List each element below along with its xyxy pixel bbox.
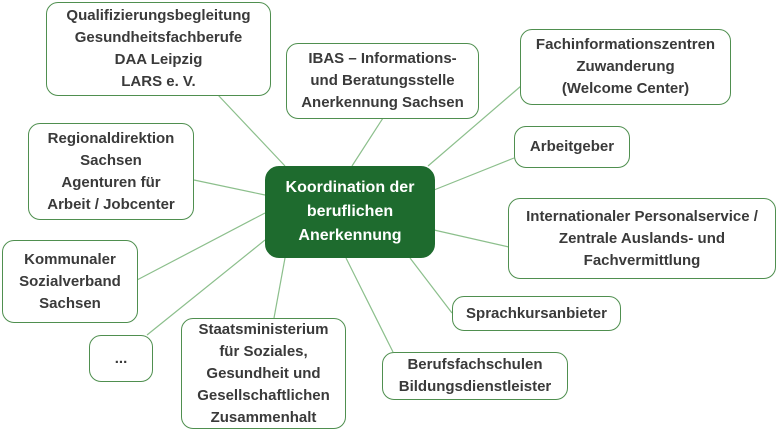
edge-kommunaler [136, 212, 266, 281]
edge-ibas [351, 117, 384, 167]
node-arbeitgeber[interactable]: Arbeitgeber [514, 126, 630, 168]
edge-regionaldirektion [193, 179, 266, 196]
edge-personalservice [433, 229, 510, 248]
node-ibas[interactable]: IBAS – Informations- und Beratungsstelle… [286, 43, 479, 119]
edge-berufsfachschulen [345, 257, 394, 353]
edge-staatsministerium [273, 257, 286, 319]
edge-arbeitgeber [433, 157, 515, 191]
node-qualifizierungsbegleitung[interactable]: Qualifizierungsbegleitung Gesundheitsfac… [46, 2, 271, 96]
center-node-koordination[interactable]: Koordination der beruflichen Anerkennung [265, 166, 435, 258]
node-kommunaler-sozialverband[interactable]: Kommunaler Sozialverband Sachsen [2, 240, 138, 323]
node-ellipsis[interactable]: ... [89, 335, 153, 382]
node-sprachkursanbieter[interactable]: Sprachkursanbieter [452, 296, 621, 331]
node-staatsministerium[interactable]: Staatsministerium für Soziales, Gesundhe… [181, 318, 346, 429]
node-fachinformationszentren[interactable]: Fachinformationszentren Zuwanderung (Wel… [520, 29, 731, 105]
edge-qualifizierung [217, 94, 286, 167]
node-internationaler-personalservice[interactable]: Internationaler Personalservice / Zentra… [508, 198, 776, 279]
edge-sprachkurs [409, 257, 453, 314]
edge-fachinfo [427, 85, 522, 167]
node-berufsfachschulen[interactable]: Berufsfachschulen Bildungsdienstleister [382, 352, 568, 400]
edge-ellipsis [146, 239, 266, 336]
node-regionaldirektion[interactable]: Regionaldirektion Sachsen Agenturen für … [28, 123, 194, 220]
